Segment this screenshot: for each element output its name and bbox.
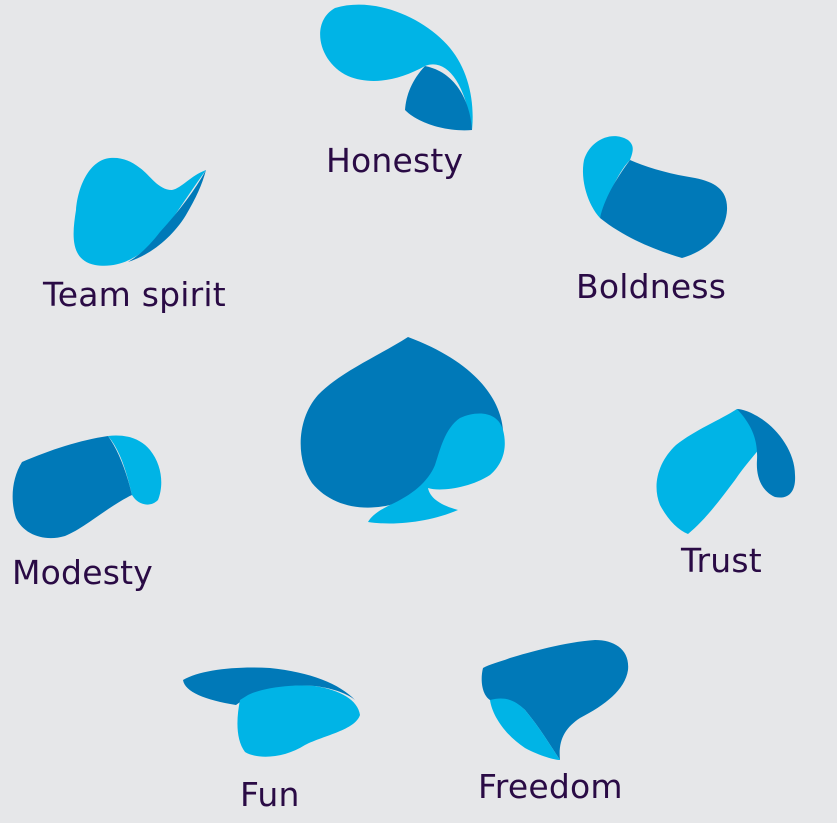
label-fun: Fun <box>240 775 300 814</box>
label-boldness: Boldness <box>576 267 727 306</box>
spade-icon <box>300 337 505 524</box>
fun-petal-icon <box>183 667 360 757</box>
label-honesty: Honesty <box>326 141 464 180</box>
modesty-petal-icon <box>12 435 162 539</box>
label-team-spirit: Team spirit <box>43 275 226 314</box>
label-freedom: Freedom <box>478 767 623 806</box>
label-modesty: Modesty <box>12 553 153 592</box>
label-trust: Trust <box>681 541 762 580</box>
team-spirit-petal-icon <box>73 157 206 266</box>
honesty-petal-icon <box>320 4 473 131</box>
freedom-petal-icon <box>481 640 629 760</box>
boldness-petal-icon <box>582 136 728 258</box>
trust-petal-icon <box>656 409 796 534</box>
